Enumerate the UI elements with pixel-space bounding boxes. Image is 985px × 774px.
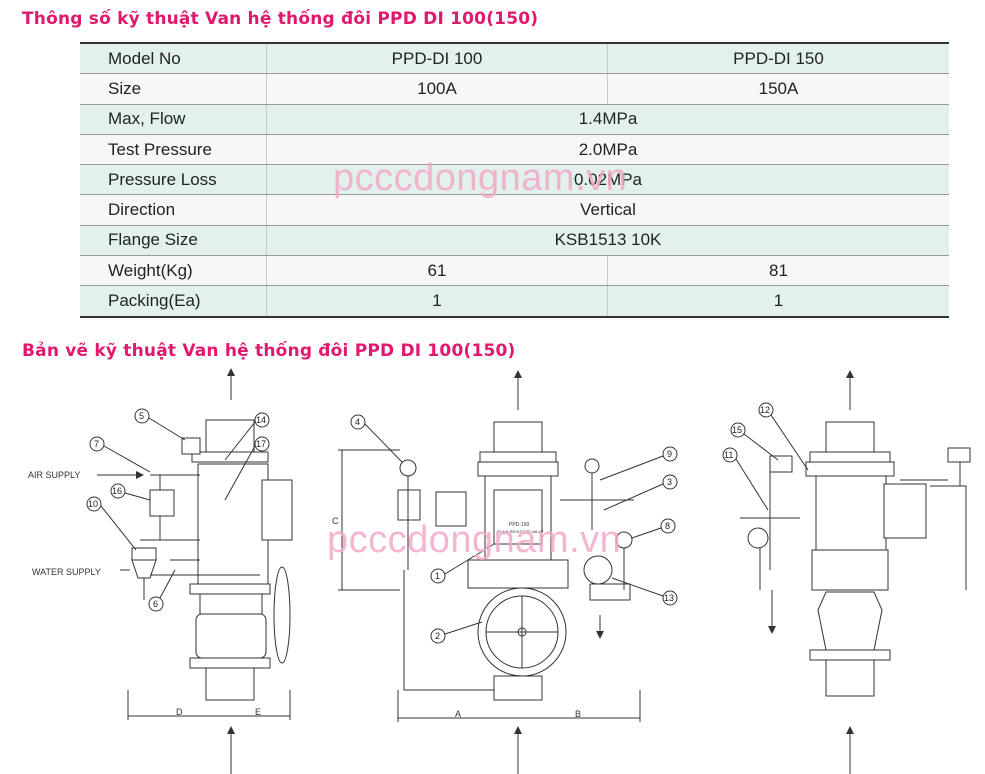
table-row: Flange Size KSB1513 10K (80, 224, 949, 257)
table-row: Model No PPD-DI 100 PPD-DI 150 (80, 42, 949, 75)
table-row: Weight(Kg) 61 81 (80, 255, 949, 287)
spec-table: Model No PPD-DI 100 PPD-DI 150 Size 100A… (80, 42, 949, 318)
cell-value: 61 (266, 255, 608, 287)
water-supply-label: WATER SUPPLY (32, 567, 101, 577)
callout-number: 4 (355, 417, 360, 427)
row-label: Max, Flow (80, 103, 267, 135)
table-row: Max, Flow 1.4MPa (80, 103, 949, 135)
side-view-left (86, 368, 293, 774)
cell-value: 100A (266, 73, 608, 105)
callout-number: 2 (435, 631, 440, 641)
table-row: Test Pressure 2.0MPa (80, 133, 949, 166)
row-label: Model No (80, 42, 267, 75)
row-label: Packing(Ea) (80, 285, 267, 318)
cell-value: 150A (607, 73, 949, 105)
callout-number: 7 (94, 439, 99, 449)
callout-number: 16 (112, 486, 122, 496)
table-row: Size 100A 150A (80, 73, 949, 105)
watermark-text: pcccdongnam.vn (333, 157, 628, 199)
row-label: Weight(Kg) (80, 255, 267, 287)
row-label: Direction (80, 194, 267, 226)
callout-number: 5 (139, 411, 144, 421)
cell-value: Vertical (266, 194, 949, 226)
cell-value: 1.4MPa (266, 103, 949, 135)
air-supply-label: AIR SUPPLY (28, 470, 80, 480)
dim-a-label: A (455, 709, 461, 719)
cell-value: 1 (607, 285, 949, 318)
callout-number: 8 (665, 521, 670, 531)
cell-value: PPD-DI 100 (266, 42, 608, 75)
body-plate-sub: PLAIN REGISTER VALVE (497, 529, 544, 534)
callout-number: 1 (435, 571, 440, 581)
cell-value: 2.0MPa (266, 133, 949, 166)
cell-value: 81 (607, 255, 949, 287)
dim-e-label: E (255, 707, 261, 717)
front-view-center (338, 370, 678, 774)
callout-number: 14 (256, 415, 266, 425)
watermark-text: pcccdongnam.vn (327, 519, 622, 561)
callout-number: 11 (724, 450, 733, 460)
spec-title: Thông số kỹ thuật Van hệ thống đôi PPD D… (22, 9, 539, 29)
callout-number: 6 (153, 599, 158, 609)
callout-number: 17 (256, 439, 266, 449)
row-label: Size (80, 73, 267, 105)
callout-number: 13 (664, 593, 674, 603)
technical-drawing: AIR SUPPLY WATER SUPPLY D E A B C PPD-15… (28, 368, 971, 774)
callout-number: 12 (760, 405, 770, 415)
table-row: Direction Vertical (80, 194, 949, 226)
dim-d-label: D (176, 707, 183, 717)
drawing-title: Bản vẽ kỹ thuật Van hệ thống đôi PPD DI … (22, 341, 516, 361)
table-row: Pressure Loss 0.02MPa (80, 164, 949, 196)
table-row: Packing(Ea) 1 1 (80, 285, 949, 318)
callout-number: 3 (667, 477, 672, 487)
dim-b-label: B (575, 709, 581, 719)
cell-value: 0.02MPa (266, 164, 949, 196)
cell-value: PPD-DI 150 (607, 42, 949, 75)
callout-number: 15 (732, 425, 742, 435)
side-view-right (722, 370, 971, 774)
body-plate-label: PPD-150 (509, 522, 530, 528)
cell-value: KSB1513 10K (266, 224, 949, 257)
dim-c-label: C (332, 516, 339, 526)
callout-number: 9 (667, 449, 672, 459)
row-label: Test Pressure (80, 133, 267, 166)
cell-value: 1 (266, 285, 608, 318)
callout-number: 10 (88, 499, 98, 509)
row-label: Pressure Loss (80, 164, 267, 196)
row-label: Flange Size (80, 224, 267, 257)
